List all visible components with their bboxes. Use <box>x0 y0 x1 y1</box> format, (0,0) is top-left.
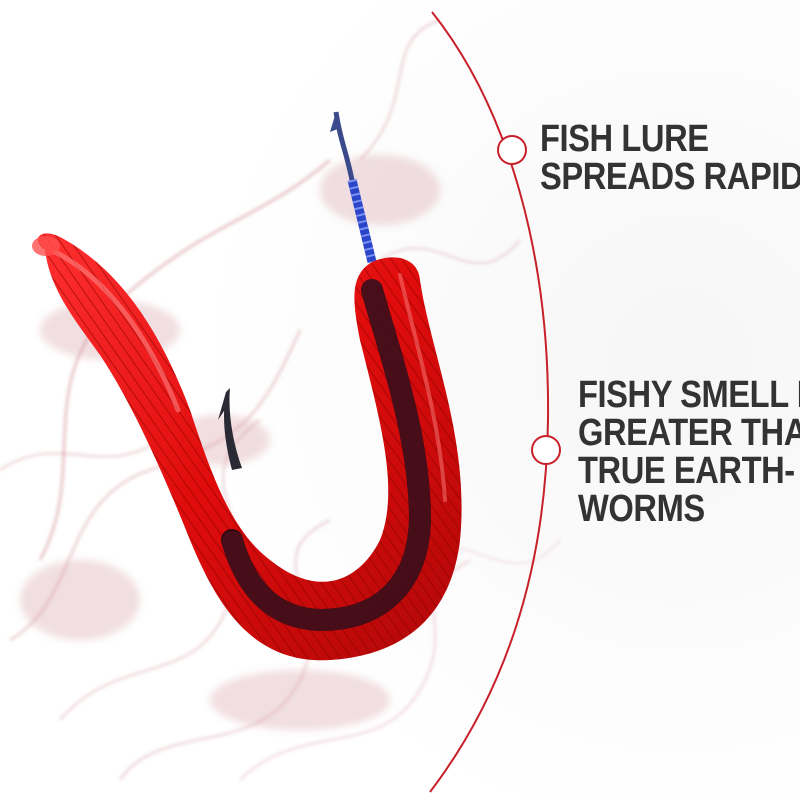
feature-text-line: GREATER THAN <box>578 412 800 454</box>
feature-text-lure-spread: FISH LURE SPREADS RAPIDLY <box>540 120 800 196</box>
feature-text-line: TRUE EARTH- <box>578 450 795 492</box>
circle-marker-icon <box>531 435 561 465</box>
hook-coil <box>330 111 377 264</box>
feature-text-line: WORMS <box>578 488 705 530</box>
worm-lure <box>32 233 462 661</box>
feature-text-line: FISHY SMELL IS <box>578 374 800 416</box>
feature-text-line: FISH LURE <box>540 118 709 160</box>
circle-marker-icon <box>497 135 527 165</box>
hook-point <box>224 388 242 470</box>
feature-text-line: SPREADS RAPIDLY <box>540 156 800 198</box>
divider-arc <box>429 11 550 793</box>
hook-barb <box>218 392 226 420</box>
feature-text-fishy-smell: FISHY SMELL IS GREATER THAN TRUE EARTH- … <box>578 376 800 528</box>
